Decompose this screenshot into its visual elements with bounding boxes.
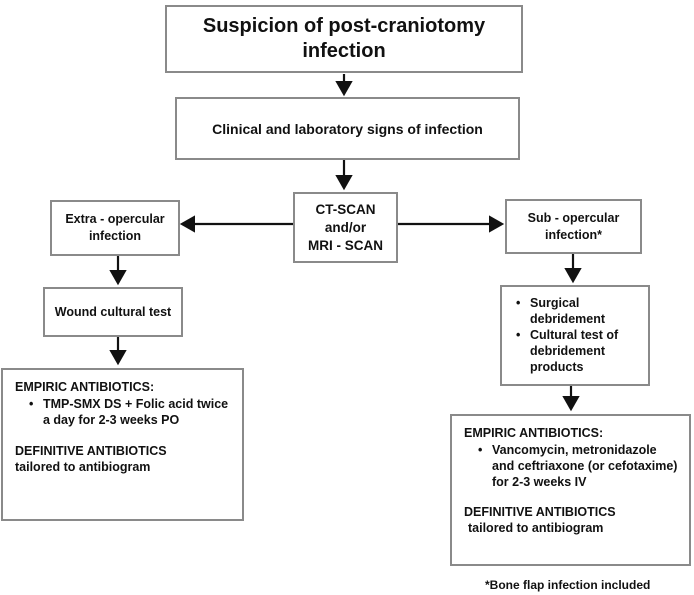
- signs-box: Clinical and laboratory signs of infecti…: [175, 97, 520, 160]
- empiric-right-box: EMPIRIC ANTIBIOTICS: Vancomycin, metroni…: [450, 414, 691, 566]
- empiric-left-title: EMPIRIC ANTIBIOTICS:: [15, 380, 155, 394]
- empiric-left-list: TMP-SMX DS + Folic acid twice a day for …: [27, 396, 234, 428]
- footnote: *Bone flap infection included: [485, 578, 651, 592]
- scan-line-1: CT-SCAN: [315, 201, 376, 217]
- definitive-right-line1: DEFINITIVE ANTIBIOTICS: [464, 505, 616, 519]
- empiric-right-item: Vancomycin, metronidazole and ceftriaxon…: [476, 442, 681, 490]
- definitive-left-line1: DEFINITIVE ANTIBIOTICS: [15, 444, 167, 458]
- extra-opercular-text: Extra - opercular infection: [65, 212, 165, 243]
- title-text: Suspicion of post-craniotomy infection: [202, 15, 486, 62]
- signs-text: Clinical and laboratory signs of infecti…: [212, 120, 483, 137]
- sub-opercular-box: Sub - opercular infection*: [505, 199, 642, 254]
- empiric-right-title: EMPIRIC ANTIBIOTICS:: [464, 426, 604, 440]
- wound-test-box: Wound cultural test: [43, 287, 183, 337]
- scan-box: CT-SCAN and/or MRI - SCAN: [293, 192, 398, 263]
- empiric-left-box: EMPIRIC ANTIBIOTICS: TMP-SMX DS + Folic …: [1, 368, 244, 521]
- definitive-left-line2: tailored to antibiogram: [15, 460, 151, 474]
- title-box: Suspicion of post-craniotomy infection: [165, 5, 523, 73]
- debridement-box: Surgical debridement Cultural test of de…: [500, 285, 650, 386]
- scan-line-2: and/or: [324, 219, 367, 235]
- empiric-right-list: Vancomycin, metronidazole and ceftriaxon…: [476, 442, 681, 490]
- step-surgical-debridement: Surgical debridement: [514, 295, 642, 327]
- debridement-steps: Surgical debridement Cultural test of de…: [514, 295, 642, 375]
- definitive-right-line2: tailored to antibiogram: [468, 521, 604, 535]
- wound-test-text: Wound cultural test: [54, 305, 172, 319]
- step-cultural-test: Cultural test of debridement products: [514, 327, 642, 375]
- scan-line-3: MRI - SCAN: [308, 237, 383, 253]
- sub-opercular-text: Sub - opercular infection*: [527, 210, 620, 242]
- empiric-left-item: TMP-SMX DS + Folic acid twice a day for …: [27, 396, 234, 428]
- extra-opercular-box: Extra - opercular infection: [50, 200, 180, 256]
